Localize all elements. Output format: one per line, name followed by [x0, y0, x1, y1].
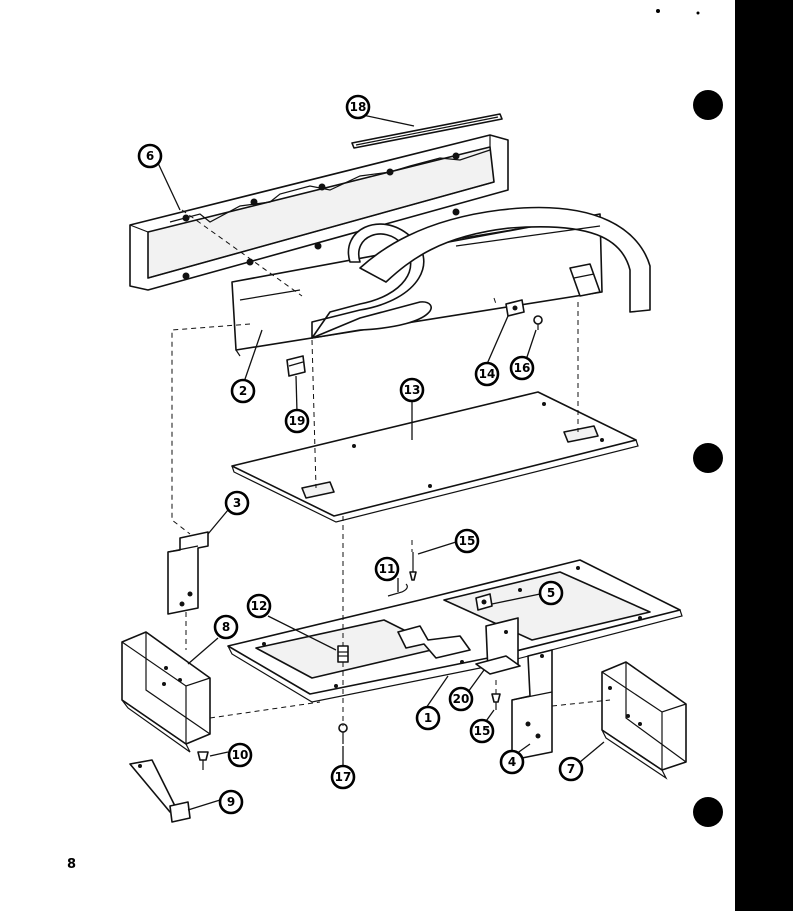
assembly-lines [171, 209, 611, 726]
part-4-bracket [511, 649, 553, 761]
svg-text:10: 10 [232, 748, 249, 762]
svg-text:3: 3 [233, 496, 241, 510]
callout-6: 6 [137, 143, 163, 169]
part-17-screw [338, 723, 348, 744]
callout-14: 14 [474, 361, 500, 387]
callout-11: 11 [374, 556, 400, 582]
part-15-pin-bottom [491, 693, 501, 710]
svg-text:17: 17 [335, 770, 352, 784]
callout-8: 8 [213, 614, 239, 640]
callouts: 18 6 2 19 13 14 16 3 15 11 5 12 8 1 20 1… [137, 94, 584, 815]
part-8-left-rail [121, 631, 211, 753]
callout-18-top: 18 [345, 94, 371, 120]
callout-15-bot: 15 [469, 718, 495, 744]
part-18-strip [351, 113, 503, 149]
speck-mark [696, 11, 700, 15]
callout-7: 7 [558, 756, 584, 782]
binder-hole-bottom [693, 797, 723, 827]
part-3-bracket [167, 531, 209, 615]
callout-13: 13 [399, 377, 425, 403]
svg-text:18: 18 [350, 100, 367, 114]
part-6-bezel-frame [129, 134, 509, 291]
svg-text:19: 19 [289, 414, 306, 428]
svg-text:1: 1 [424, 711, 432, 725]
binder-hole-top [693, 90, 723, 120]
part-12-standoff [337, 645, 349, 663]
svg-text:20: 20 [453, 692, 470, 706]
part-15-pin-top [409, 552, 417, 581]
callout-9: 9 [218, 789, 244, 815]
binder-hole-middle [693, 443, 723, 473]
part-9-ground-strap [129, 759, 191, 823]
svg-text:6: 6 [146, 149, 154, 163]
svg-text:7: 7 [567, 762, 575, 776]
part-14-clip [505, 299, 525, 317]
callout-4: 4 [499, 749, 525, 775]
part-10-screw [197, 751, 209, 770]
svg-text:2: 2 [239, 384, 247, 398]
svg-text:13: 13 [404, 383, 421, 397]
callout-15-top: 15 [454, 528, 480, 554]
svg-text:14: 14 [479, 367, 496, 381]
callout-16: 16 [509, 355, 535, 381]
page-number: 8 [67, 857, 77, 872]
callout-19: 19 [284, 408, 310, 434]
svg-text:9: 9 [227, 795, 235, 809]
part-5-clip [475, 593, 493, 611]
svg-text:4: 4 [508, 755, 516, 769]
svg-text:16: 16 [514, 361, 531, 375]
svg-text:15: 15 [459, 534, 476, 548]
callout-2: 2 [230, 378, 256, 404]
callout-10: 10 [227, 742, 253, 768]
svg-text:12: 12 [251, 599, 268, 613]
part-16-screw [533, 315, 543, 330]
speck-mark [656, 9, 660, 13]
leader-lines [157, 113, 605, 811]
callout-5: 5 [538, 580, 564, 606]
part-7-right-rail [601, 661, 687, 780]
svg-text:5: 5 [547, 586, 555, 600]
callout-20: 20 [448, 686, 474, 712]
page-edge-bar [735, 0, 793, 911]
callout-17: 17 [330, 764, 356, 790]
callout-1: 1 [415, 705, 441, 731]
svg-text:11: 11 [379, 562, 396, 576]
part-19-connector [286, 355, 306, 377]
part-13-circuit-board [231, 391, 639, 523]
svg-text:15: 15 [474, 724, 491, 738]
part-20-bracket [475, 617, 521, 675]
part-11-clip [387, 583, 408, 597]
svg-text:8: 8 [222, 620, 230, 634]
callout-3: 3 [224, 490, 250, 516]
part-2-display-panel [231, 206, 651, 357]
callout-12: 12 [246, 593, 272, 619]
